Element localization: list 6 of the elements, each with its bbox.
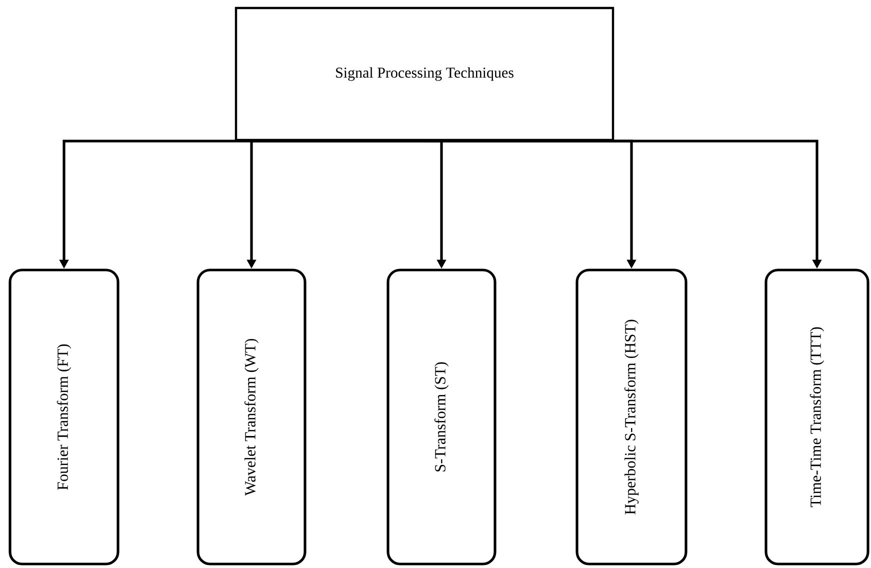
process-box: S-Transform (ST) [386,268,496,566]
process-box: Wavelet Transform (WT) [196,268,306,566]
process-box: Time-Time Transform (TTT) [764,268,870,566]
process-box: Fourier Transform (FT) [8,268,120,566]
process-box: Hyperbolic S-Transform (HST) [576,268,688,566]
title-box: Signal Processing Techniques [234,6,614,142]
